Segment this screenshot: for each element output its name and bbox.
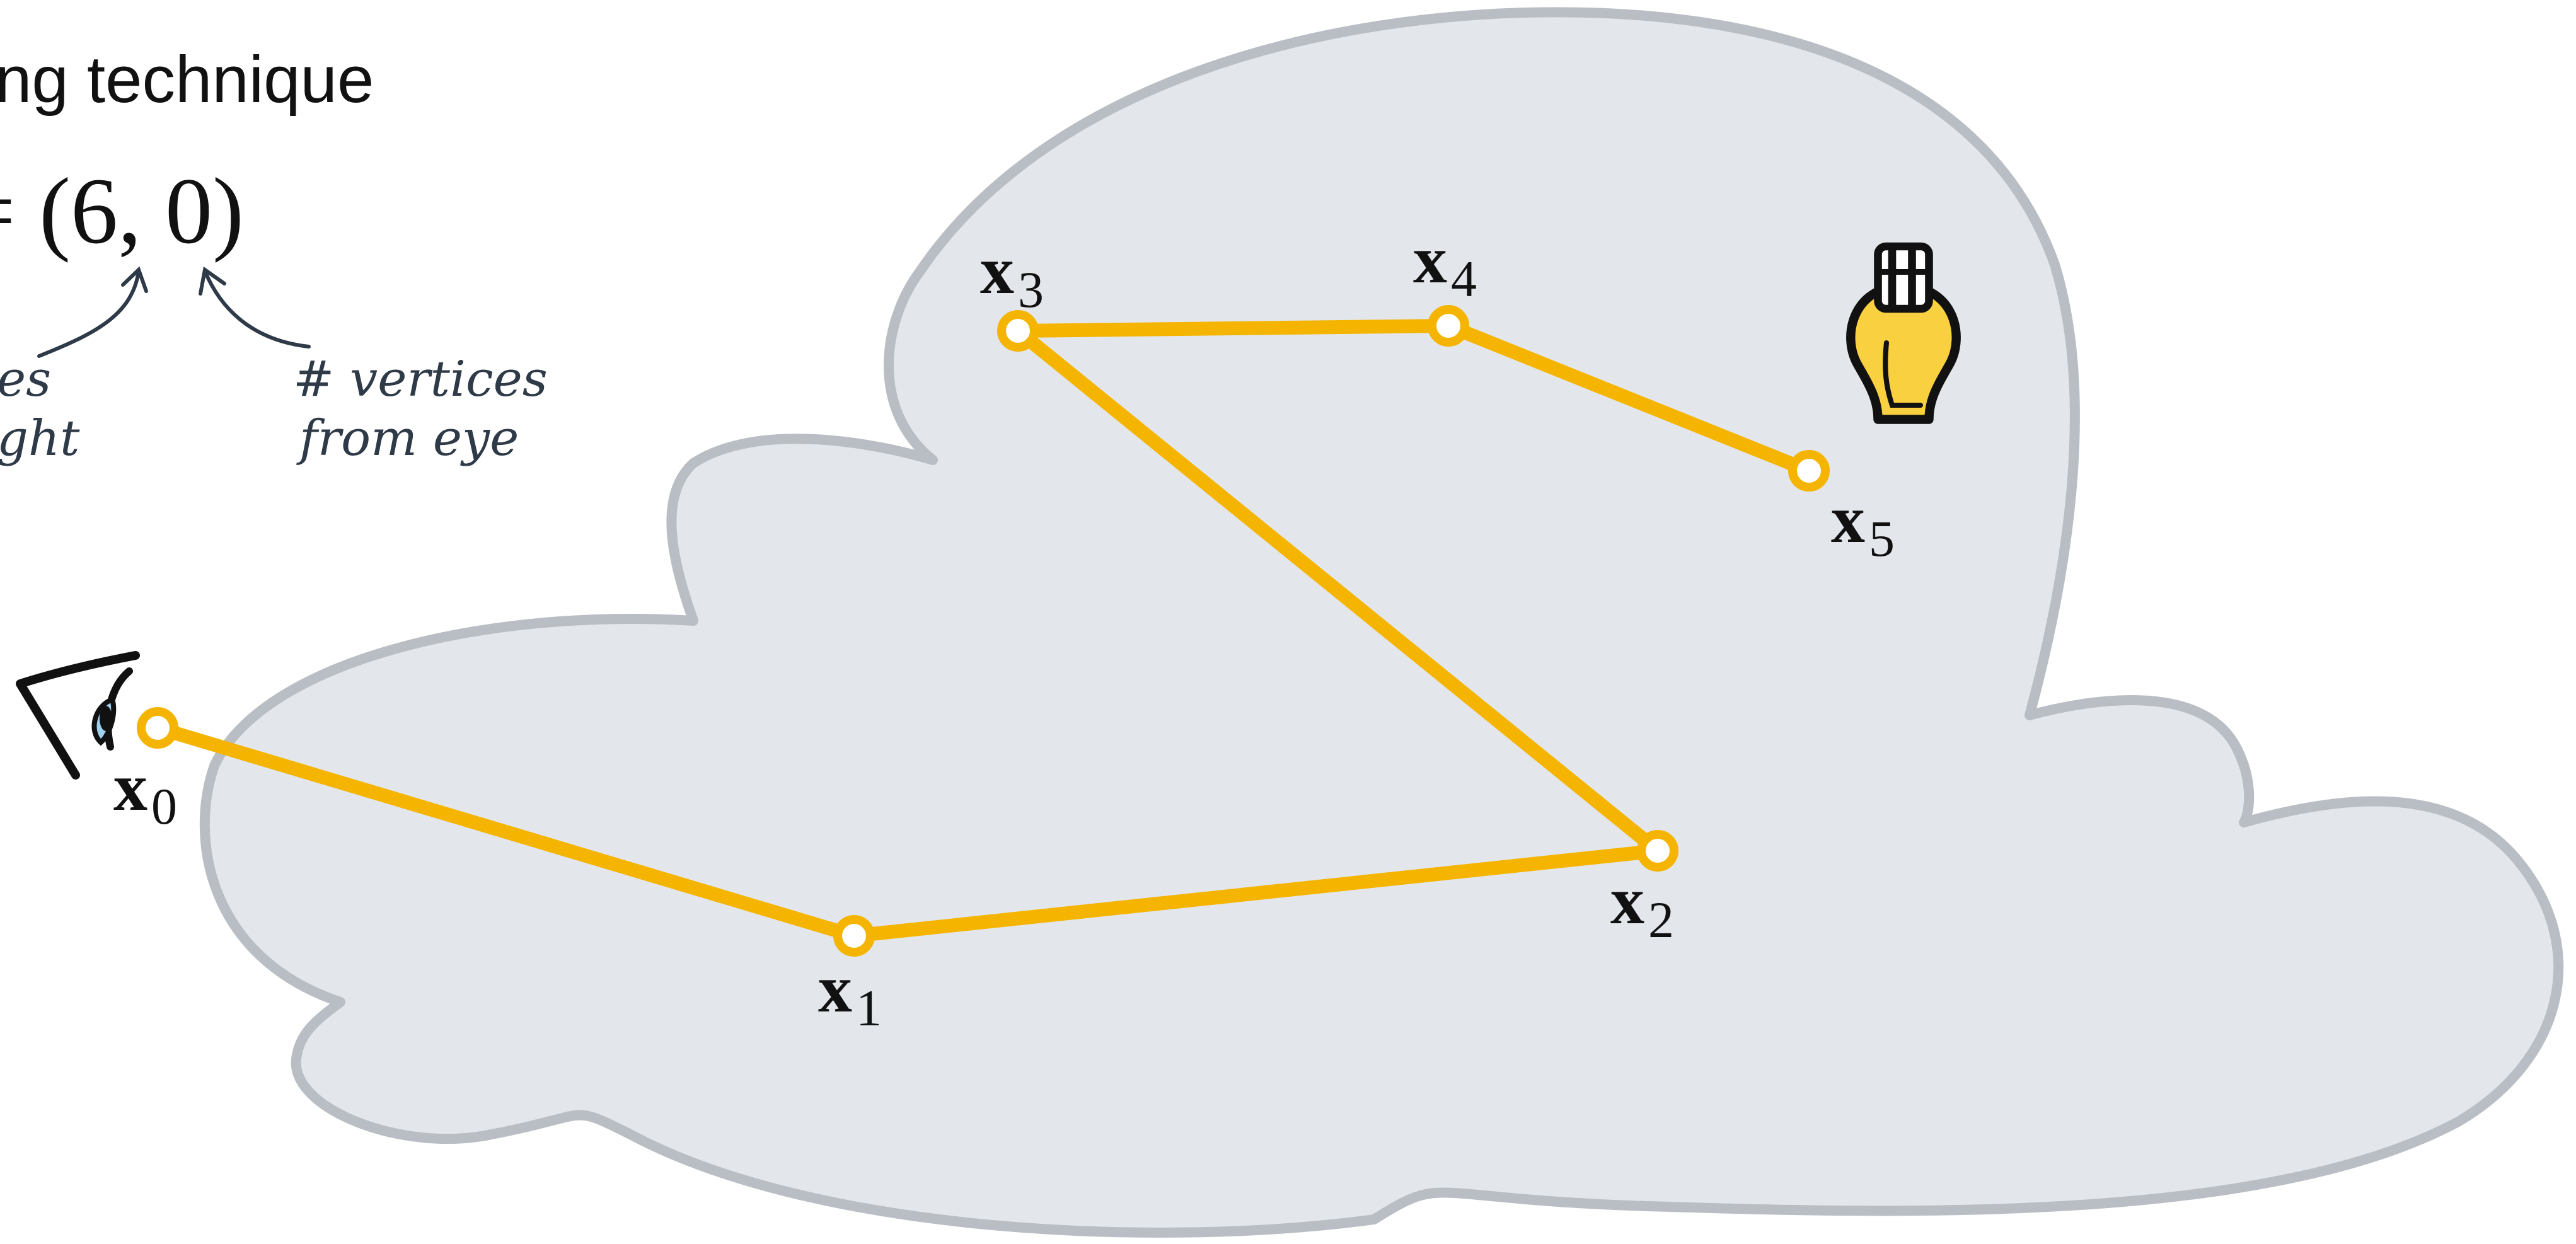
- path-segment: [1011, 324, 1665, 858]
- path-segment: [847, 844, 1665, 943]
- vertex-label-x4: x4: [1413, 222, 1477, 308]
- vertex-markers: [137, 305, 1830, 957]
- annotation-left-line1: es: [0, 351, 51, 408]
- vertex-x2: [1637, 830, 1678, 872]
- heading-title: ng technique: [0, 43, 374, 117]
- annotation-right-line1: # vertices: [293, 351, 548, 408]
- vertex-labels: x0 x1 x2 x3 x4 x5: [113, 222, 1895, 1037]
- vertex-label-x5: x5: [1831, 482, 1895, 567]
- light-bulb-icon: [1846, 242, 1961, 424]
- vertex-x4: [1428, 305, 1469, 347]
- vertex-x5: [1788, 450, 1830, 492]
- path-segment: [1011, 319, 1455, 338]
- vertex-label-x3: x3: [980, 233, 1044, 318]
- path-length-expression: = (6, 0): [0, 159, 244, 263]
- path-segment: [151, 721, 861, 943]
- annotation-arrow-right: [199, 266, 311, 348]
- annotation-arrow-left: [37, 266, 148, 358]
- eye-icon: [16, 651, 140, 780]
- vertex-label-x2: x2: [1610, 863, 1674, 948]
- annotation-left-line2: ght: [0, 410, 80, 467]
- light-path: [151, 319, 1816, 943]
- vertex-x1: [833, 915, 875, 957]
- vertex-x3: [997, 310, 1039, 352]
- vertex-x0: [137, 707, 178, 749]
- vertex-label-x0: x0: [113, 750, 177, 835]
- path-segment: [1441, 319, 1816, 478]
- vertex-label-x1: x1: [818, 952, 882, 1037]
- annotation-right-line2: from eye: [296, 410, 519, 467]
